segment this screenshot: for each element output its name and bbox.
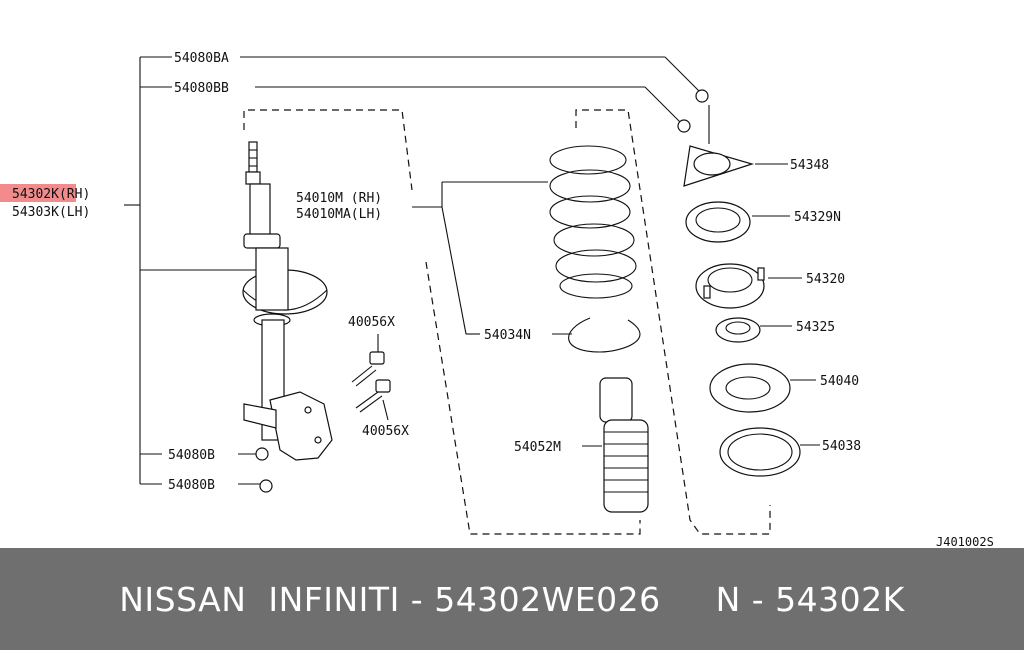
bolt-top xyxy=(351,351,385,387)
diagram-reference-code: J401002S xyxy=(936,535,994,548)
label-54348: 54348 xyxy=(790,158,829,173)
label-54329N: 54329N xyxy=(794,210,841,225)
label-54010MA: 54010MA(LH) xyxy=(296,207,382,222)
bearing xyxy=(715,317,761,343)
label-54010M: 54010M (RH) xyxy=(296,191,382,206)
nut-top xyxy=(255,447,269,461)
bump-stopper-boot xyxy=(599,377,649,513)
label-54038: 54038 xyxy=(822,439,861,454)
part-number-banner: NISSAN INFINITI - 54302WE026 N - 54302K xyxy=(0,548,1024,650)
label-54320: 54320 xyxy=(806,272,845,287)
nut-upper-b xyxy=(677,119,691,133)
label-54303K: 54303K(LH) xyxy=(12,205,90,220)
strut-assembly xyxy=(242,141,333,461)
label-54034N: 54034N xyxy=(484,328,531,343)
group-dashed-lines xyxy=(243,109,771,535)
strut-mounting-insulator xyxy=(695,263,765,309)
spring-seat xyxy=(709,363,791,413)
mount-plate xyxy=(683,145,755,187)
label-54080BA: 54080BA xyxy=(174,51,229,66)
spring-seat-rubber xyxy=(568,317,641,353)
label-54302K: 54302K(RH) xyxy=(12,187,90,202)
nut-upper-a xyxy=(695,89,709,103)
parts-diagram: 54080BA 54080BB 54302K(RH) 54303K(LH) 54… xyxy=(0,51,994,548)
spring-seat-lower-rubber xyxy=(719,427,801,477)
banner-text: NISSAN INFINITI - 54302WE026 N - 54302K xyxy=(119,579,905,619)
label-40056X-top: 40056X xyxy=(348,315,395,330)
nut-bottom xyxy=(259,479,273,493)
mount-insulator-plate xyxy=(685,201,751,243)
part-highlight xyxy=(0,184,76,202)
label-54080B-top: 54080B xyxy=(168,448,215,463)
label-54052M: 54052M xyxy=(514,440,561,455)
label-54325: 54325 xyxy=(796,320,835,335)
bolt-bottom xyxy=(355,379,391,413)
label-54080B-bottom: 54080B xyxy=(168,478,215,493)
label-40056X-bottom: 40056X xyxy=(362,424,409,439)
coil-spring xyxy=(549,145,637,299)
leader-lines xyxy=(124,56,820,485)
label-54080BB: 54080BB xyxy=(174,81,229,96)
label-54040: 54040 xyxy=(820,374,859,389)
